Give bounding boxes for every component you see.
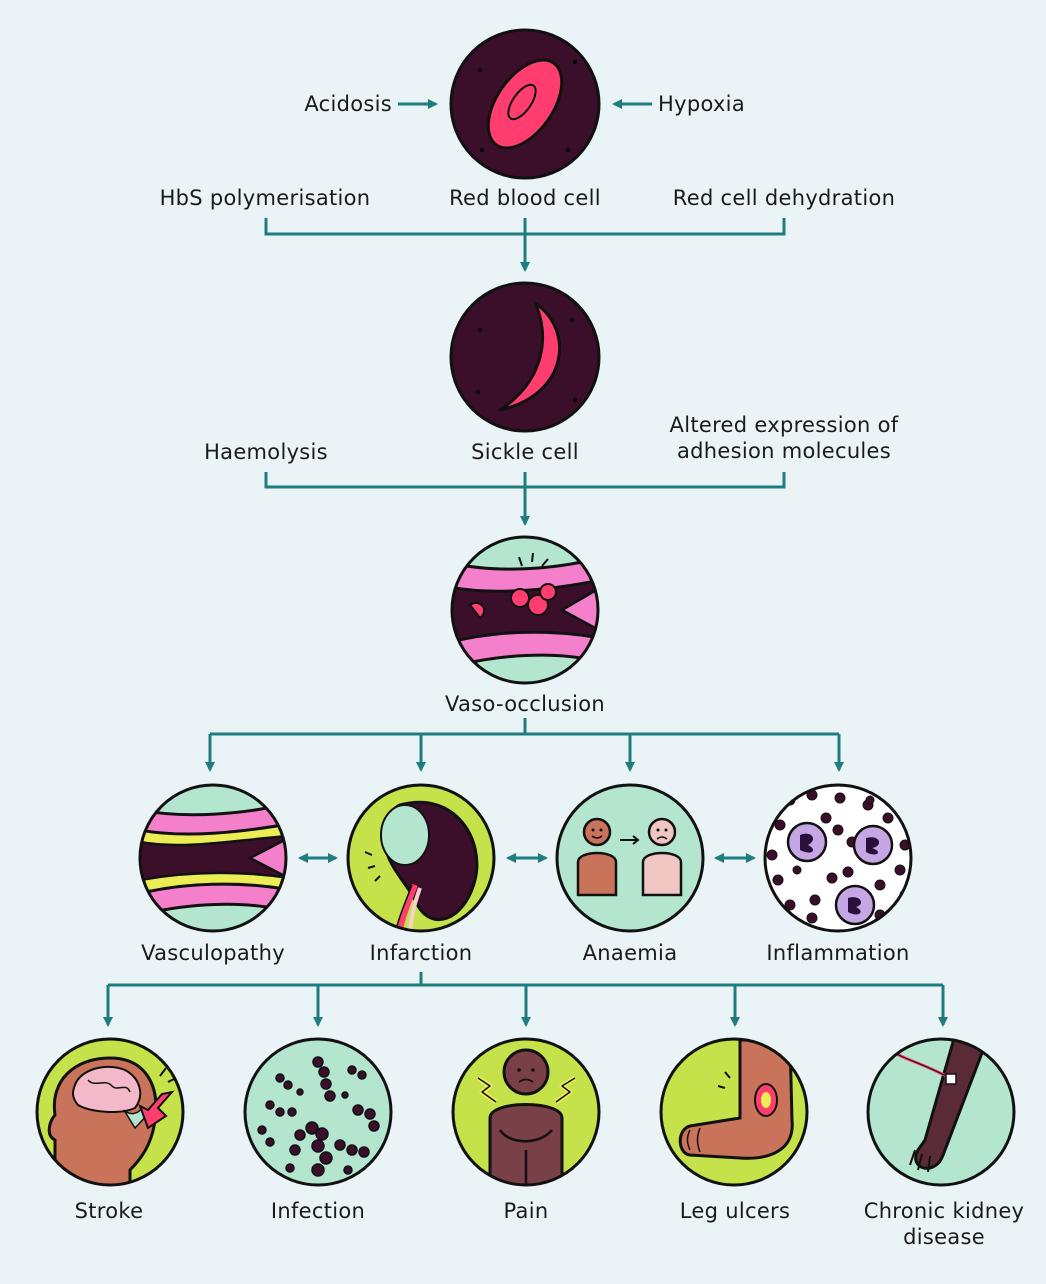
- stroke-icon: [35, 1037, 185, 1187]
- anaemia-icon: [555, 783, 705, 933]
- leg-ulcers-icon: [659, 1037, 809, 1187]
- red-cell-dehydration-label: Red cell dehydration: [672, 186, 896, 210]
- infection-icon: [243, 1037, 393, 1187]
- sickle-cell-icon: [449, 281, 601, 433]
- infection-label: Infection: [270, 1199, 366, 1223]
- inflammation-label: Inflammation: [766, 941, 910, 965]
- acidosis-label: Acidosis: [304, 92, 392, 116]
- hypoxia-label: Hypoxia: [658, 92, 745, 116]
- ckd-label-line1: Chronic kidney: [863, 1199, 1025, 1223]
- red-blood-cell-icon: [449, 28, 601, 180]
- chronic-kidney-disease-icon: [866, 1037, 1016, 1187]
- leg-ulcers-label: Leg ulcers: [679, 1199, 791, 1223]
- inflammation-icon: [763, 783, 913, 933]
- stroke-pointer-arrow: [138, 1090, 175, 1130]
- sickle-cell-label: Sickle cell: [471, 440, 579, 464]
- ckd-label-line2: disease: [903, 1225, 985, 1249]
- vaso-occlusion-label: Vaso-occlusion: [445, 692, 605, 716]
- connectors: [103, 99, 948, 1027]
- haemolysis-label: Haemolysis: [204, 440, 328, 464]
- vasculopathy-label: Vasculopathy: [141, 941, 285, 965]
- infarction-label: Infarction: [369, 941, 473, 965]
- pain-icon: [451, 1037, 601, 1187]
- vasculopathy-icon: [138, 783, 288, 933]
- pain-label: Pain: [503, 1199, 549, 1223]
- healthy-person-figure: [576, 817, 618, 897]
- stroke-label: Stroke: [74, 1199, 144, 1223]
- red-blood-cell-label: Red blood cell: [449, 186, 601, 210]
- adhesion-label-line1: Altered expression of: [669, 413, 899, 437]
- hbs-polymerisation-label: HbS polymerisation: [159, 186, 371, 210]
- infarction-icon: [346, 783, 496, 933]
- anaemia-label: Anaemia: [582, 941, 678, 965]
- vaso-occlusion-icon: [450, 535, 600, 685]
- pale-person-figure: [641, 817, 683, 897]
- adhesion-label-line2: adhesion molecules: [676, 439, 892, 463]
